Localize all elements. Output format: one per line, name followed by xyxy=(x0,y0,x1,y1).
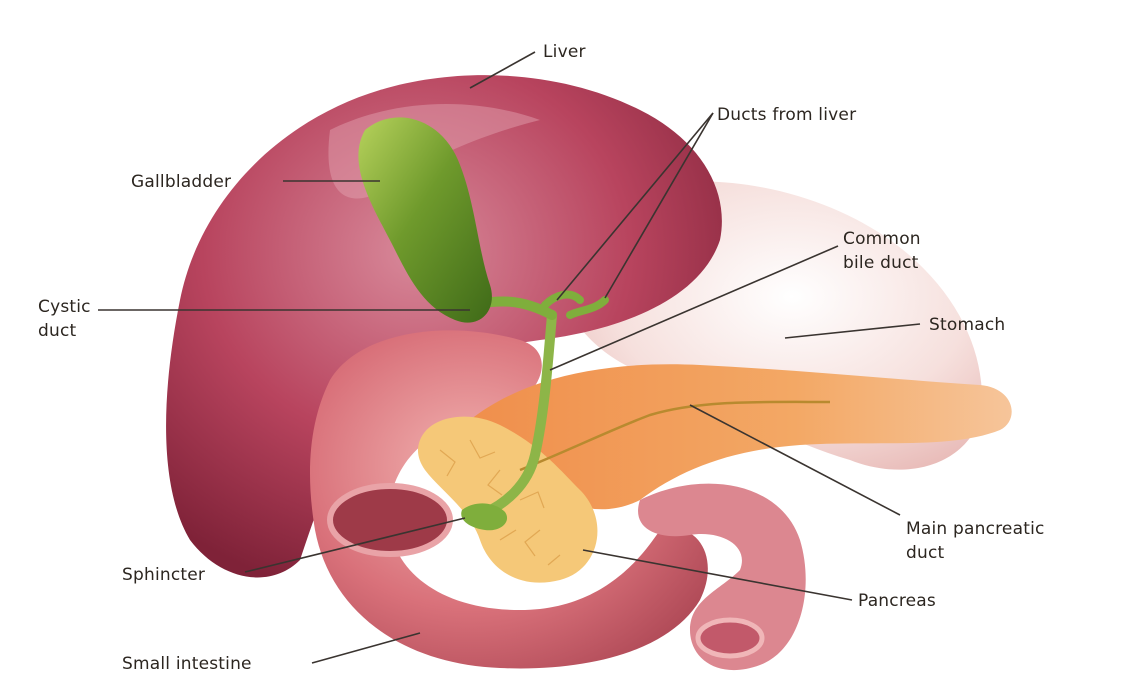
bowel-tube-end xyxy=(698,620,762,656)
label-main-pancreatic-duct-line1: Main pancreatic xyxy=(906,519,1045,539)
label-gallbladder: Gallbladder xyxy=(131,172,231,192)
label-cystic-duct-line2: duct xyxy=(38,321,77,341)
label-liver: Liver xyxy=(543,42,586,62)
label-common-bile-duct-line2: bile duct xyxy=(843,253,919,273)
intestine-opening xyxy=(330,486,450,554)
label-pancreas: Pancreas xyxy=(858,591,936,611)
label-ducts-from-liver: Ducts from liver xyxy=(717,105,856,125)
label-main-pancreatic-duct-line2: duct xyxy=(906,543,945,563)
label-cystic-duct-line1: Cystic xyxy=(38,297,91,317)
label-stomach: Stomach xyxy=(929,315,1005,335)
label-common-bile-duct-line1: Common xyxy=(843,229,921,249)
small-intestine-leader xyxy=(312,633,420,663)
label-sphincter: Sphincter xyxy=(122,565,205,585)
label-small-intestine: Small intestine xyxy=(122,654,252,674)
